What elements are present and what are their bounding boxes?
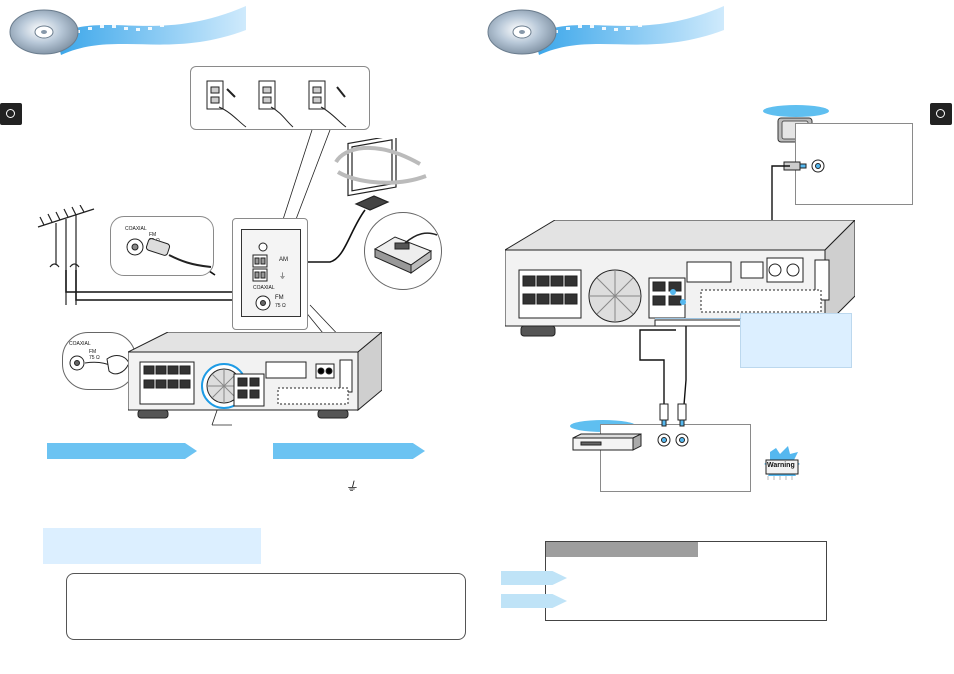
wire-ohm-label: 75 Ω xyxy=(89,355,100,361)
step-banner-am xyxy=(273,443,425,459)
wire-coaxial-label: COAXIAL xyxy=(69,341,91,347)
rca-plugs-bottom xyxy=(657,403,689,447)
language-tab-left xyxy=(0,103,22,125)
terminal-coaxial-label: COAXIAL xyxy=(253,285,275,291)
info-arrow-2 xyxy=(501,594,567,608)
am-terminal-label: AM xyxy=(279,257,288,263)
step-banner-fm xyxy=(47,443,197,459)
device-label-pill-top xyxy=(763,105,829,117)
language-tab-right xyxy=(930,103,952,125)
external-device-bottom xyxy=(571,432,643,454)
wire-fm-label: FM xyxy=(89,349,97,355)
rear-terminal-inset: AM ⏚ COAXIAL FM 75 Ω xyxy=(232,218,308,330)
callout-leader-line xyxy=(655,318,741,319)
callout-highlight-right xyxy=(740,313,852,368)
terminal-fm-label: FM xyxy=(275,295,284,301)
warning-label: Warning xyxy=(767,462,795,469)
device-jack-top xyxy=(783,159,825,173)
notes-box xyxy=(66,573,466,640)
am-loop-antenna-illustration xyxy=(334,138,434,218)
coaxial-plug-inset: COAXIAL FM 75 Ω xyxy=(110,216,214,276)
fm-antenna-illustration xyxy=(34,205,104,315)
cd-header-right xyxy=(484,0,724,60)
ground-terminal-label: ⏚ xyxy=(279,273,286,280)
info-box-header-bar xyxy=(546,542,698,557)
am-antenna-base-inset xyxy=(364,212,442,290)
fm-wire-antenna-inset: COAXIAL FM 75 Ω xyxy=(62,332,136,390)
terminal-clip-inset xyxy=(190,66,370,130)
cd-header-left xyxy=(6,0,246,60)
coax-plug-coaxial-label: COAXIAL xyxy=(125,226,147,232)
receiver-rear-right xyxy=(505,220,855,340)
coax-plug-fm-label: FM xyxy=(149,232,157,238)
warning-badge: Warning xyxy=(762,446,802,482)
note-highlight-box xyxy=(43,528,261,564)
info-arrow-1 xyxy=(501,571,567,585)
ground-symbol-note: ⏚ xyxy=(345,479,359,494)
terminal-ohm-label: 75 Ω xyxy=(275,303,286,309)
receiver-rear-left xyxy=(128,332,382,422)
notes-box-header-line xyxy=(88,573,200,574)
